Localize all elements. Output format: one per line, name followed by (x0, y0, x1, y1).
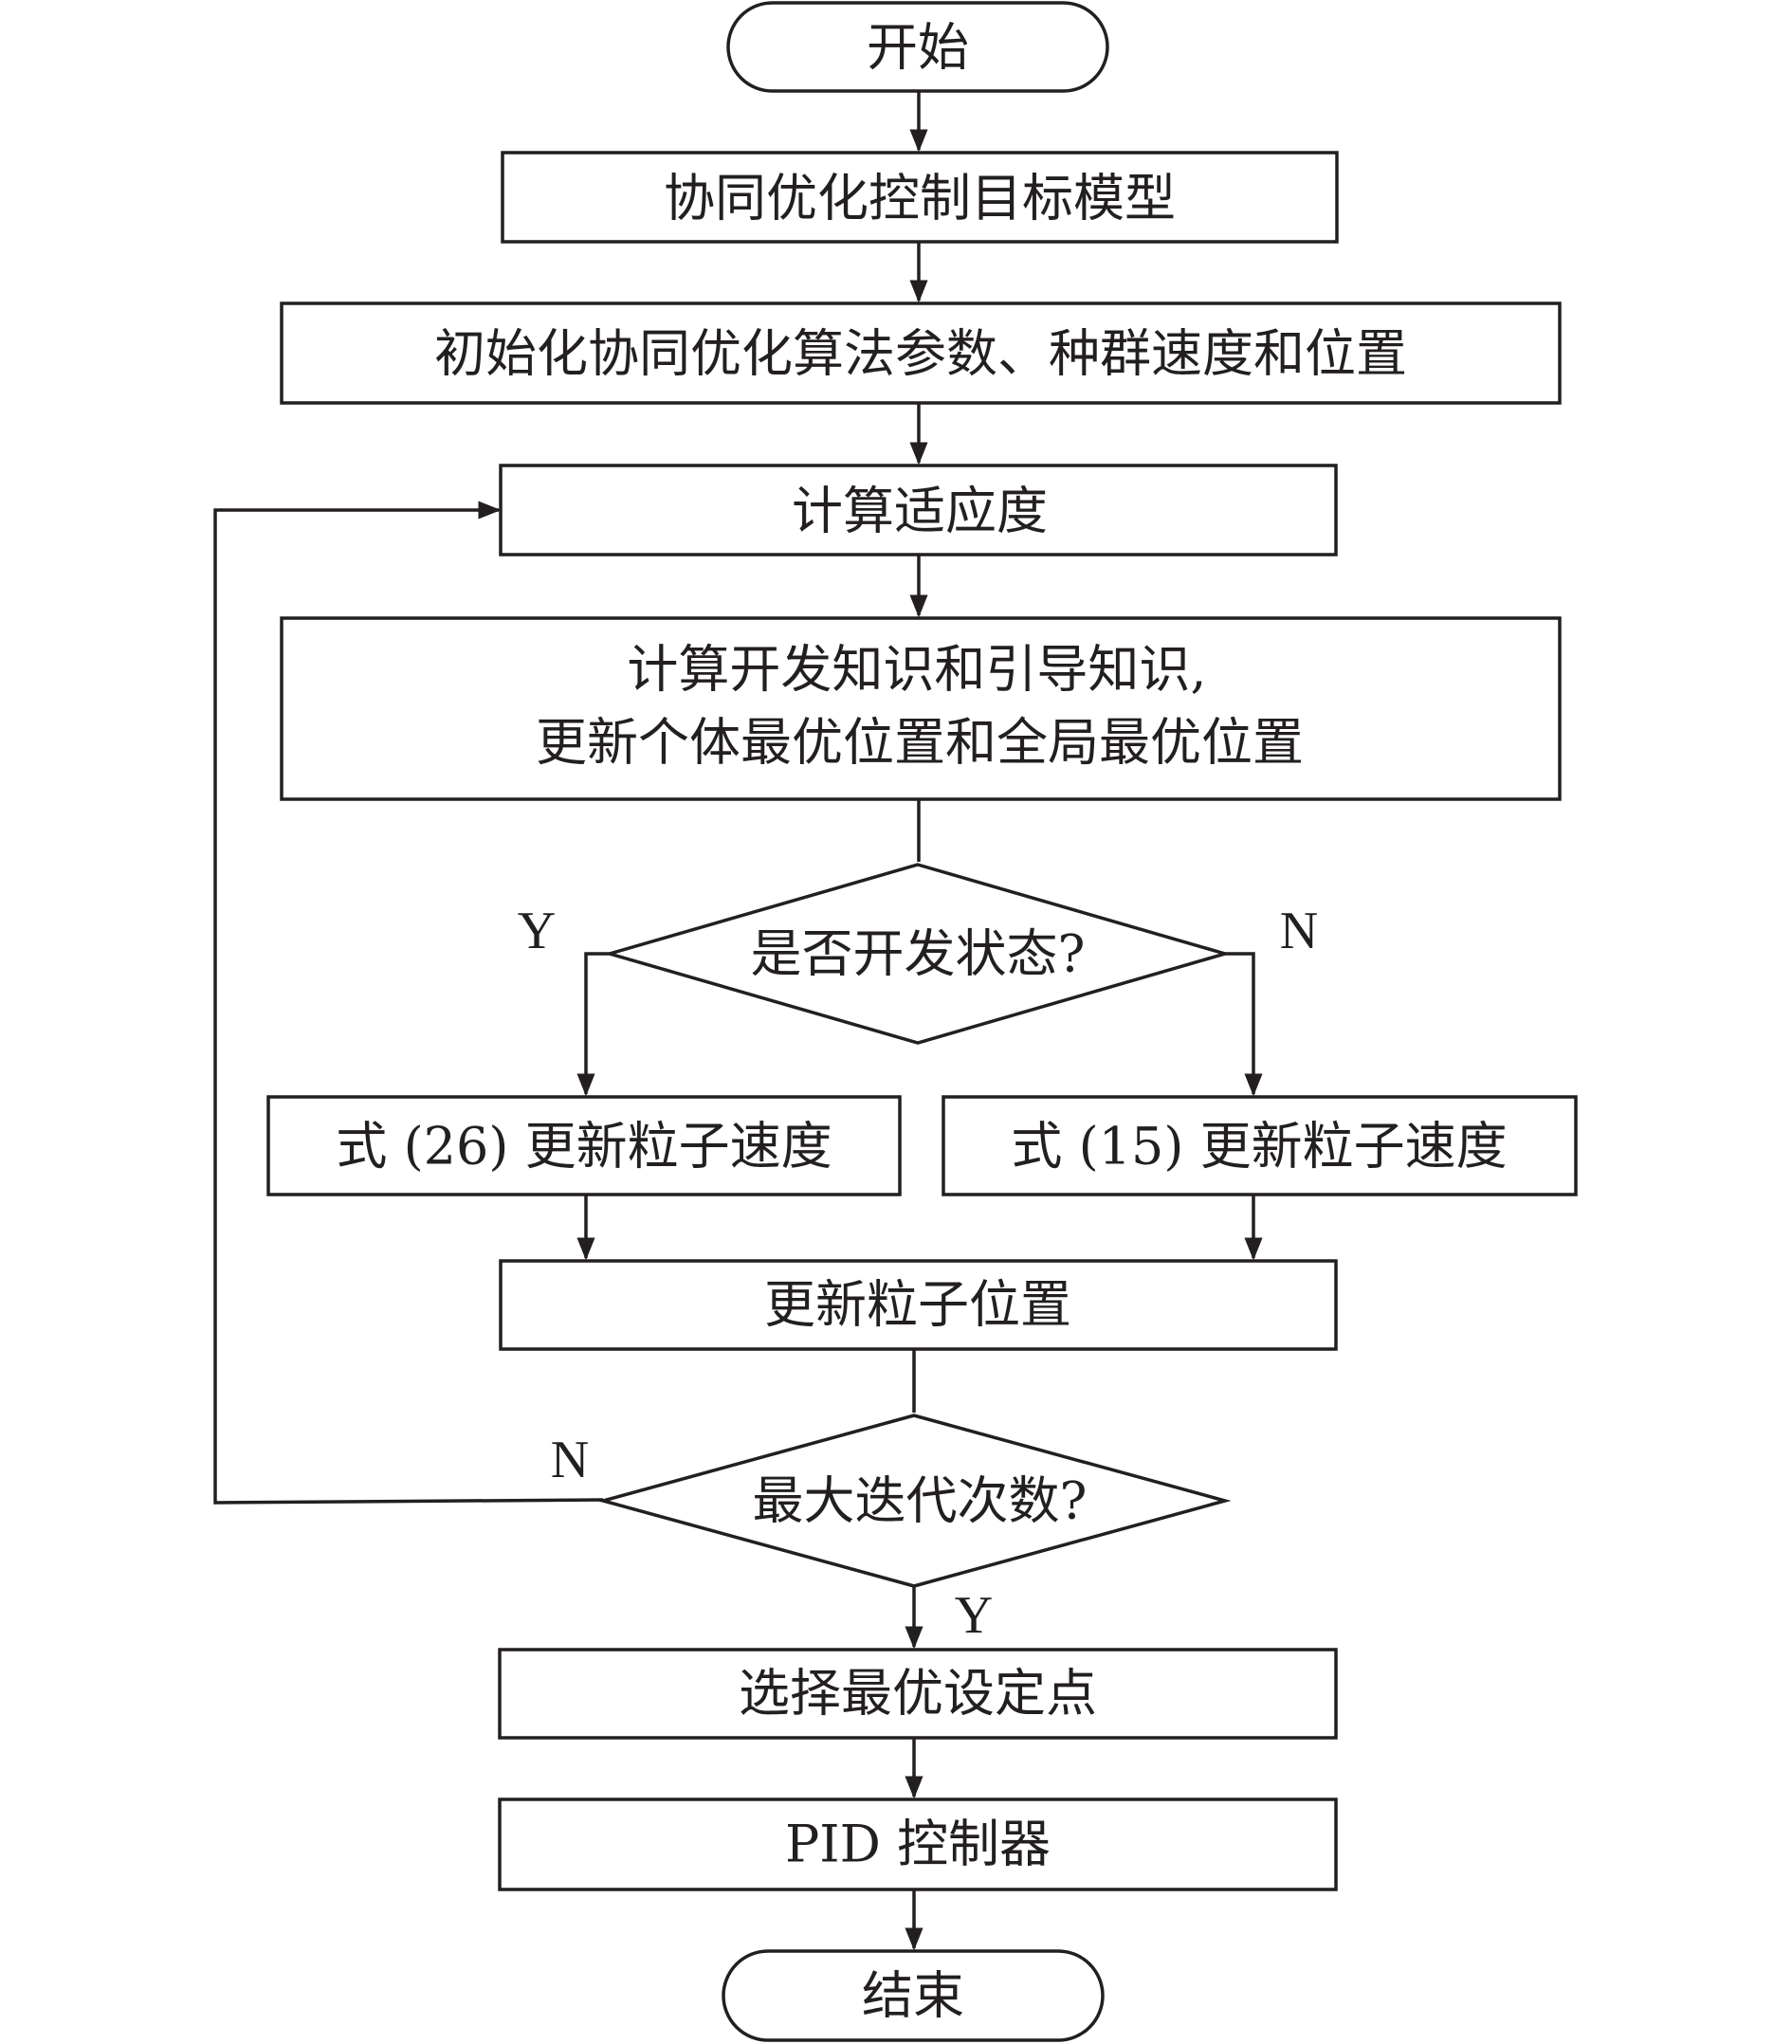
velocity-26-label: 式 (26) 更新粒子速度 (336, 1117, 832, 1177)
pid-box: PID 控制器 (498, 1798, 1338, 1891)
model-label: 协同优化控制目标模型 (664, 169, 1176, 228)
arrow-maxiter-no-loop (213, 501, 604, 1505)
pid-label: PID 控制器 (785, 1815, 1051, 1874)
init-label: 初始化协同优化算法参数、种群速度和位置 (434, 324, 1407, 384)
exploit-decision: 是否开发状态? (603, 863, 1232, 1045)
exploit-no-label: N (1280, 902, 1318, 960)
knowledge-label-line2: 更新个体最优位置和全局最优位置 (536, 713, 1304, 773)
select-setpoint-label: 选择最优设定点 (739, 1664, 1097, 1724)
end-node: 结束 (722, 1949, 1105, 2042)
arrow-exploit-no (1225, 952, 1263, 1097)
velocity-26-box: 式 (26) 更新粒子速度 (266, 1095, 902, 1196)
knowledge-box: 计算开发知识和引导知识, 更新个体最优位置和全局最优位置 (280, 616, 1562, 801)
fitness-label: 计算适应度 (792, 482, 1048, 541)
select-setpoint-box: 选择最优设定点 (498, 1648, 1338, 1740)
exploit-yes-label: Y (518, 902, 556, 960)
max-iter-no-label: N (551, 1431, 589, 1489)
start-label: 开始 (867, 18, 969, 78)
fitness-box: 计算适应度 (499, 464, 1338, 557)
velocity-15-box: 式 (15) 更新粒子速度 (942, 1095, 1578, 1196)
max-iter-decision-label: 最大迭代次数? (753, 1471, 1088, 1531)
arrow-exploit-yes (576, 952, 610, 1097)
max-iter-decision: 最大迭代次数? (596, 1414, 1232, 1588)
start-node: 开始 (726, 1, 1109, 93)
end-label: 结束 (862, 1966, 964, 2026)
velocity-15-label: 式 (15) 更新粒子速度 (1011, 1117, 1507, 1177)
position-label: 更新粒子位置 (764, 1275, 1071, 1335)
exploit-decision-label: 是否开发状态? (751, 924, 1086, 984)
position-box: 更新粒子位置 (499, 1259, 1338, 1351)
init-box: 初始化协同优化算法参数、种群速度和位置 (280, 301, 1562, 405)
max-iter-yes-label: Y (955, 1586, 993, 1645)
knowledge-label-line1: 计算开发知识和引导知识, (627, 640, 1206, 700)
model-box: 协同优化控制目标模型 (501, 151, 1339, 244)
